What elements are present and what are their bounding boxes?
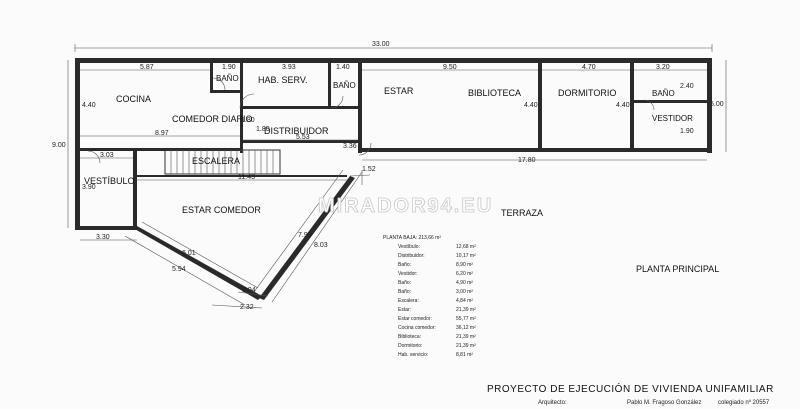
- dim-small-a: 3.36: [343, 143, 357, 150]
- area-row-name: Cocina comedor:: [398, 325, 436, 331]
- college-number: colegiado nº 20557: [718, 399, 770, 406]
- area-row-value: 10,17 m²: [456, 253, 476, 259]
- room-hab-serv: HAB. SERV.: [258, 75, 308, 85]
- dim-vestidor-height: 1.90: [680, 128, 694, 135]
- interior-walls: [80, 63, 707, 230]
- dim-cocina-width: 5.87: [140, 64, 154, 71]
- dim-cocina-height: 4.40: [82, 102, 96, 109]
- area-row-value: 4,90 m²: [456, 280, 473, 286]
- area-row-value: 21,39 m²: [456, 343, 476, 349]
- dim-dist-height: 1.80: [256, 126, 270, 133]
- area-row-name: Baño:: [398, 262, 411, 268]
- area-row-name: Vestíbulo:: [398, 244, 420, 250]
- dim-diag-c: 7.90: [298, 232, 312, 239]
- room-distribuidor: DISTRIBUIDOR: [264, 126, 329, 136]
- door-swings: [87, 77, 655, 164]
- dim-bano3-width: 3.20: [656, 64, 670, 71]
- room-cocina: COCINA: [116, 94, 151, 104]
- area-row-value: 3,00 m²: [456, 289, 473, 295]
- area-row-value: 6,20 m²: [456, 271, 473, 277]
- dim-bano1-width: 1.90: [222, 64, 236, 71]
- right-height-dimension: 5.00: [710, 60, 727, 152]
- room-bano-3: BAÑO: [652, 89, 675, 98]
- area-row-name: Distribuidor:: [398, 253, 425, 259]
- room-escalera: ESCALERA: [192, 156, 240, 166]
- area-row-name: Biblioteca:: [398, 334, 421, 340]
- area-row-value: 36,12 m²: [456, 325, 476, 331]
- room-bano-2: BAÑO: [333, 81, 356, 90]
- dim-vestibulo-width: 3.03: [100, 152, 114, 159]
- dim-dist-width: 5.53: [296, 134, 310, 141]
- dim-dorm-height: 4.40: [616, 102, 630, 109]
- watermark: MIRADOR94.EU: [318, 195, 493, 217]
- area-row-name: Baño:: [398, 280, 411, 286]
- dim-tip-b: 2.32: [240, 304, 254, 311]
- room-comedor-diario: COMEDOR DIARIO: [172, 114, 253, 124]
- dim-corr-a: 1.80: [241, 117, 255, 124]
- area-row-value: 21,39 m²: [456, 334, 476, 340]
- area-row-name: Baño:: [398, 289, 411, 295]
- inner-dimension-lines: [80, 69, 707, 241]
- dim-overall-height: 9.00: [52, 142, 66, 149]
- area-row-name: Estar comedor:: [398, 316, 432, 322]
- area-row-value: 8,90 m²: [456, 262, 473, 268]
- overall-height-dimension: 9.00: [52, 60, 69, 228]
- room-dormitorio: DORMITORIO: [558, 88, 616, 98]
- plan-label: PLANTA PRINCIPAL: [636, 264, 719, 274]
- area-row-value: 55,77 m²: [456, 316, 476, 322]
- room-bano-1: BAÑO: [216, 74, 239, 83]
- dim-diag-b: 5.94: [172, 266, 186, 273]
- room-estar-comedor: ESTAR COMEDOR: [182, 205, 261, 215]
- dim-dormitorio-width: 4.70: [582, 64, 596, 71]
- dim-vestibulo-height: 3.90: [82, 184, 96, 191]
- architect-label: Arquitecto:: [538, 400, 567, 406]
- dim-tip-a: 1.94: [242, 287, 256, 294]
- overall-width-dimension: 33.00: [74, 41, 713, 52]
- area-row-value: 21,39 m²: [456, 307, 476, 313]
- area-row-value: 12,68 m²: [456, 244, 476, 250]
- dim-bano3-height: 2.40: [680, 83, 694, 90]
- stair: [164, 149, 281, 175]
- area-row-name: Estar:: [398, 307, 411, 313]
- room-vestibulo: VESTÍBULO: [84, 176, 135, 186]
- dim-estar-width: 9.50: [443, 64, 457, 71]
- area-row-name: Dormitorio:: [398, 343, 422, 349]
- dim-terraza-width: 17.80: [518, 157, 536, 164]
- architect-name: Pablo M. Fragoso González: [627, 400, 701, 406]
- dim-escalera-width: 11.43: [238, 174, 255, 181]
- dim-bottom-width: 3.30: [96, 234, 110, 241]
- dim-hab-serv-width: 3.93: [282, 64, 296, 71]
- dim-diag-a: 6.01: [182, 250, 196, 257]
- dim-comedor-width: 8.97: [155, 130, 169, 137]
- room-terraza: TERRAZA: [501, 208, 543, 218]
- project-title: PROYECTO DE EJECUCIÓN DE VIVIENDA UNIFAM…: [487, 382, 774, 395]
- diagonal-wing: [124, 169, 371, 309]
- dim-estar-height: 4.40: [524, 102, 538, 109]
- room-biblioteca: BIBLIOTECA: [468, 88, 521, 98]
- area-table-heading: PLANTA BAJA: 213,66 m²: [383, 235, 441, 241]
- dim-overall-width: 33.00: [372, 41, 390, 48]
- area-table: PLANTA BAJA: 213,66 m² Vestíbulo: 12,68 …: [383, 235, 476, 358]
- title-block: PROYECTO DE EJECUCIÓN DE VIVIENDA UNIFAM…: [487, 382, 774, 406]
- dim-diag-d: 8.03: [314, 242, 328, 249]
- room-estar: ESTAR: [384, 86, 414, 96]
- dim-right-height: 5.00: [710, 101, 724, 108]
- room-vestidor: VESTIDOR: [652, 114, 693, 123]
- area-row-value: 4,84 m²: [456, 298, 473, 304]
- dim-bano2-width: 1.40: [336, 64, 350, 71]
- dim-small-b: 1.52: [362, 166, 376, 173]
- area-row-name: Hab. servicio:: [398, 352, 428, 358]
- area-row-name: Escalera:: [398, 298, 419, 304]
- area-row-name: Vestidor:: [398, 271, 417, 277]
- outer-walls: [75, 58, 712, 230]
- area-row-value: 8,81 m²: [456, 352, 473, 358]
